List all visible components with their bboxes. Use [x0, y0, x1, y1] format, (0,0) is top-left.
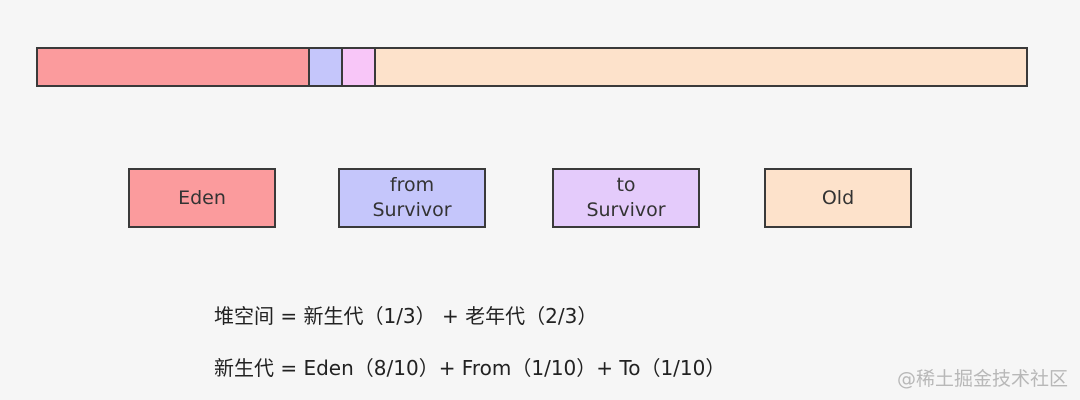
legend-from-survivor-line-2: Survivor — [372, 199, 452, 221]
heap-segment-old — [374, 49, 1026, 85]
legend-to-survivor: to Survivor — [552, 168, 700, 228]
formula-young-generation: 新生代 = Eden（8/10）+ From（1/10）+ To（1/10） — [214, 356, 726, 380]
heap-segment-to-survivor — [341, 49, 374, 85]
heap-segment-eden — [38, 49, 308, 85]
legend-eden-label: Eden — [178, 186, 226, 209]
legend-to-survivor-line-2: Survivor — [586, 199, 666, 221]
formula-heap-space: 堆空间 = 新生代（1/3） + 老年代（2/3） — [214, 304, 598, 328]
legend-old-label: Old — [821, 186, 855, 209]
legend-to-survivor-line-1: to — [616, 174, 636, 196]
legend-eden: Eden — [128, 168, 276, 228]
watermark: @稀土掘金技术社区 — [896, 368, 1068, 390]
legend-from-survivor: from Survivor — [338, 168, 486, 228]
legend-old: Old — [764, 168, 912, 228]
heap-space-bar — [36, 47, 1028, 87]
heap-segment-from-survivor — [308, 49, 341, 85]
legend-from-survivor-line-1: from — [389, 174, 435, 196]
